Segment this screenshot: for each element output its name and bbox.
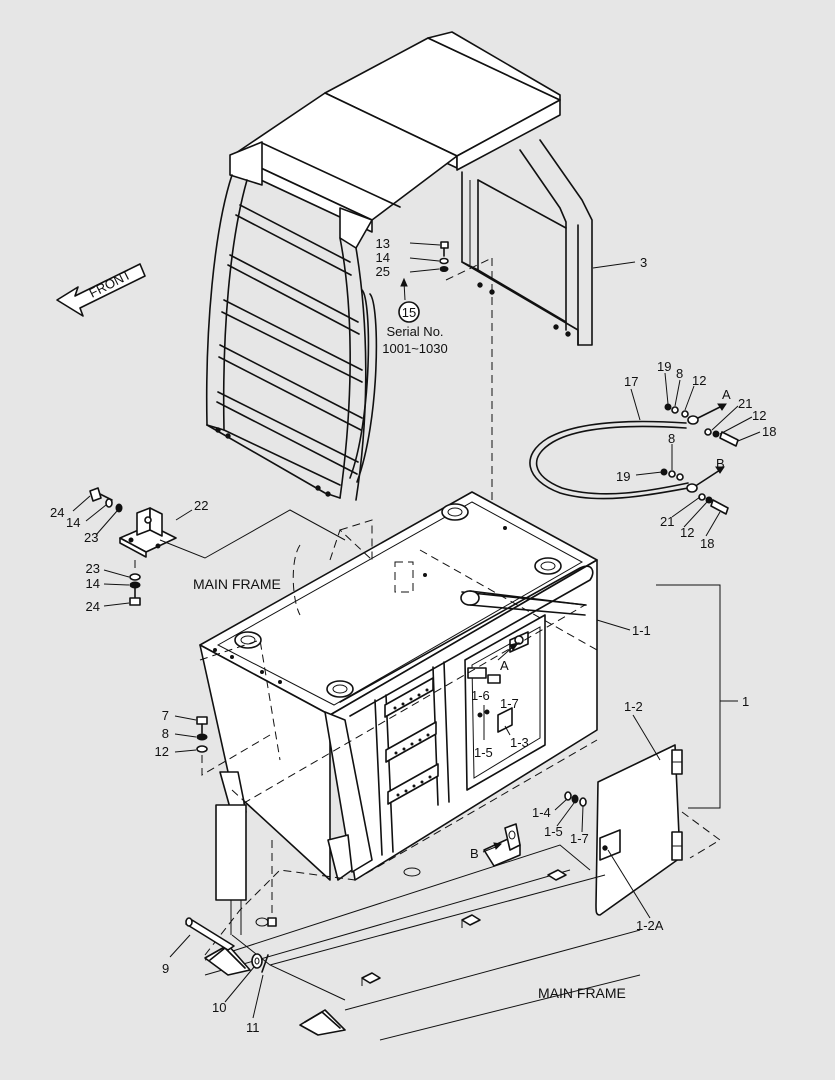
callout-12-c: 12	[680, 525, 694, 540]
callout-1-2A: 1-2A	[636, 918, 664, 933]
callout-22: 22	[194, 498, 208, 513]
main-frame-label-upper: MAIN FRAME	[193, 576, 281, 592]
callout-14-b: 14	[86, 576, 100, 591]
lower-main-frame	[204, 804, 641, 1041]
hardware-13-14-25	[398, 241, 449, 323]
main-frame-label-lower: MAIN FRAME	[538, 985, 626, 1001]
callout-19-a: 19	[657, 359, 671, 374]
callout-23-b: 23	[86, 561, 100, 576]
callout-7: 7	[162, 708, 169, 723]
side-door-1-2	[554, 714, 721, 919]
callout-1-4: 1-4	[532, 805, 551, 820]
callout-25: 25	[376, 264, 390, 279]
b-bracket	[482, 823, 521, 867]
bracket-22-assembly	[72, 487, 346, 607]
main-box-frame	[199, 491, 598, 881]
callout-10: 10	[212, 1000, 226, 1015]
callout-1-5-a: 1-5	[474, 745, 493, 760]
callout-23-a: 23	[84, 530, 98, 545]
callout-19-b: 19	[616, 469, 630, 484]
callout-21-b: 21	[660, 514, 674, 529]
callout-17: 17	[624, 374, 638, 389]
callout-24-b: 24	[86, 599, 100, 614]
hardware-7-8-12	[174, 715, 271, 776]
serial-ref-number: 15	[402, 305, 416, 320]
callout-1-5-b: 1-5	[544, 824, 563, 839]
callout-3: 3	[640, 255, 647, 270]
callout-12-b: 12	[752, 408, 766, 423]
serial-line-1: Serial No.	[386, 324, 443, 339]
cable-assembly-17	[529, 372, 761, 537]
callout-24-a: 24	[50, 505, 64, 520]
callout-11: 11	[246, 1020, 260, 1035]
callout-1: 1	[742, 694, 749, 709]
callout-13: 13	[376, 236, 390, 251]
callout-1-3: 1-3	[510, 735, 529, 750]
serial-line-2: 1001~1030	[382, 341, 447, 356]
callout-8-c: 8	[162, 726, 169, 741]
callout-1-7-a: 1-7	[500, 696, 519, 711]
callout-8-b: 8	[668, 431, 675, 446]
callout-21-a: 21	[738, 396, 752, 411]
callout-1-7-b: 1-7	[570, 831, 589, 846]
callout-9: 9	[162, 961, 169, 976]
callout-1-6: 1-6	[471, 688, 490, 703]
callout-14-top: 14	[376, 250, 390, 265]
callout-A-inner: A	[500, 658, 509, 673]
callout-B-marker: B	[716, 456, 725, 471]
callout-1-2: 1-2	[624, 699, 643, 714]
callout-1-1: 1-1	[632, 623, 651, 638]
callout-18-b: 18	[700, 536, 714, 551]
callout-B-inner: B	[470, 846, 479, 861]
serial-ref-circle	[398, 301, 420, 323]
front-label: FRONT	[87, 267, 134, 301]
canopy-guard	[205, 31, 593, 501]
callout-A-marker: A	[722, 387, 731, 402]
callout-12-a: 12	[692, 373, 706, 388]
callout-18-a: 18	[762, 424, 776, 439]
callout-12-d: 12	[155, 744, 169, 759]
callout-14-a: 14	[66, 515, 80, 530]
front-direction-arrow: FRONT	[56, 263, 146, 317]
callout-8-a: 8	[676, 366, 683, 381]
pin-9-washer-10-cotter-11	[169, 917, 269, 1019]
